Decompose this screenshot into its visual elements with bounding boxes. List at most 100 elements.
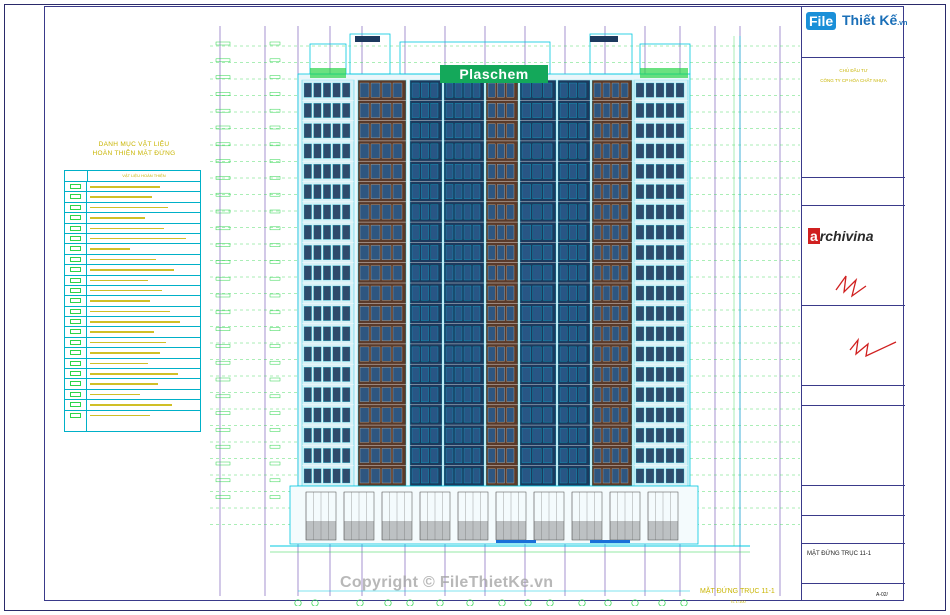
window [472,82,481,98]
legend-description-cell [87,369,200,378]
window [463,204,472,220]
window [506,143,515,159]
window [381,265,392,281]
legend-row [65,182,200,193]
window [463,346,472,362]
window [411,143,420,159]
window [454,468,463,484]
window [532,245,542,260]
axis-bubble [436,599,444,606]
window [303,103,312,118]
window [463,103,472,118]
window [454,103,463,118]
legend-header-label: VẬT LIỆU HOÀN THIỆN [122,173,166,178]
window [303,164,312,179]
level-tag-left [215,360,231,365]
window [635,184,645,199]
window [559,407,568,423]
window [332,407,341,423]
tb-project-name-cell [802,406,905,486]
window [487,265,496,281]
level-tag-inner [269,159,281,163]
window [487,427,496,443]
window [463,245,472,260]
window [569,448,577,463]
window [430,82,439,98]
window [506,285,515,301]
level-tag-left [215,327,231,331]
window [611,427,620,443]
window [463,143,472,159]
window [370,224,381,240]
level-tag-inner [269,360,281,365]
window [497,387,505,402]
window [421,387,429,402]
window [543,346,553,362]
window [323,306,331,321]
legend-description-line [90,393,140,396]
window [411,285,420,301]
window [593,306,602,321]
window [645,245,655,260]
window [430,123,439,139]
window [611,123,620,139]
window [532,306,542,321]
window [463,387,472,402]
window [665,123,675,139]
window [645,387,655,402]
window [665,367,675,382]
roof-structure [589,33,633,75]
legend-swatch [70,287,81,293]
window [370,103,381,118]
window [359,285,370,301]
legend-description-cell [87,307,200,316]
window [359,224,370,240]
level-tag-inner [269,276,281,281]
window [521,184,531,199]
window [463,427,472,443]
legend-swatch [70,298,81,304]
window [370,306,381,321]
legend-description-line [90,310,170,313]
axis-bubble [658,599,666,606]
window [593,123,602,139]
window [569,367,577,382]
window [332,103,341,118]
window [359,164,370,179]
window [506,468,515,484]
window [559,306,568,321]
level-tag-inner [269,444,281,449]
window [497,164,505,179]
window [359,346,370,362]
legend-row [65,410,200,431]
window [445,164,454,179]
legend-swatch-cell [65,306,87,317]
window [593,204,602,220]
window [611,367,620,382]
window [454,82,463,98]
roof-cap [355,36,380,42]
window [506,103,515,118]
window [602,448,611,463]
level-tag-inner [269,192,281,197]
window [411,204,420,220]
window [665,448,675,463]
window [602,265,611,281]
roof-cap [590,36,618,42]
window [487,407,496,423]
level-tag-inner [269,377,281,382]
window [303,407,312,423]
window [521,407,531,423]
window [578,103,587,118]
window [635,387,645,402]
legend-swatch [70,308,81,314]
legend-description-line [90,206,168,209]
window [578,245,587,260]
legend-swatch [70,412,81,418]
legend-swatch-cell [65,400,87,410]
legend-description-cell [87,192,200,201]
window [487,326,496,342]
shopfront-lower [344,521,374,540]
window [497,407,505,423]
level-tag-inner [269,495,281,499]
